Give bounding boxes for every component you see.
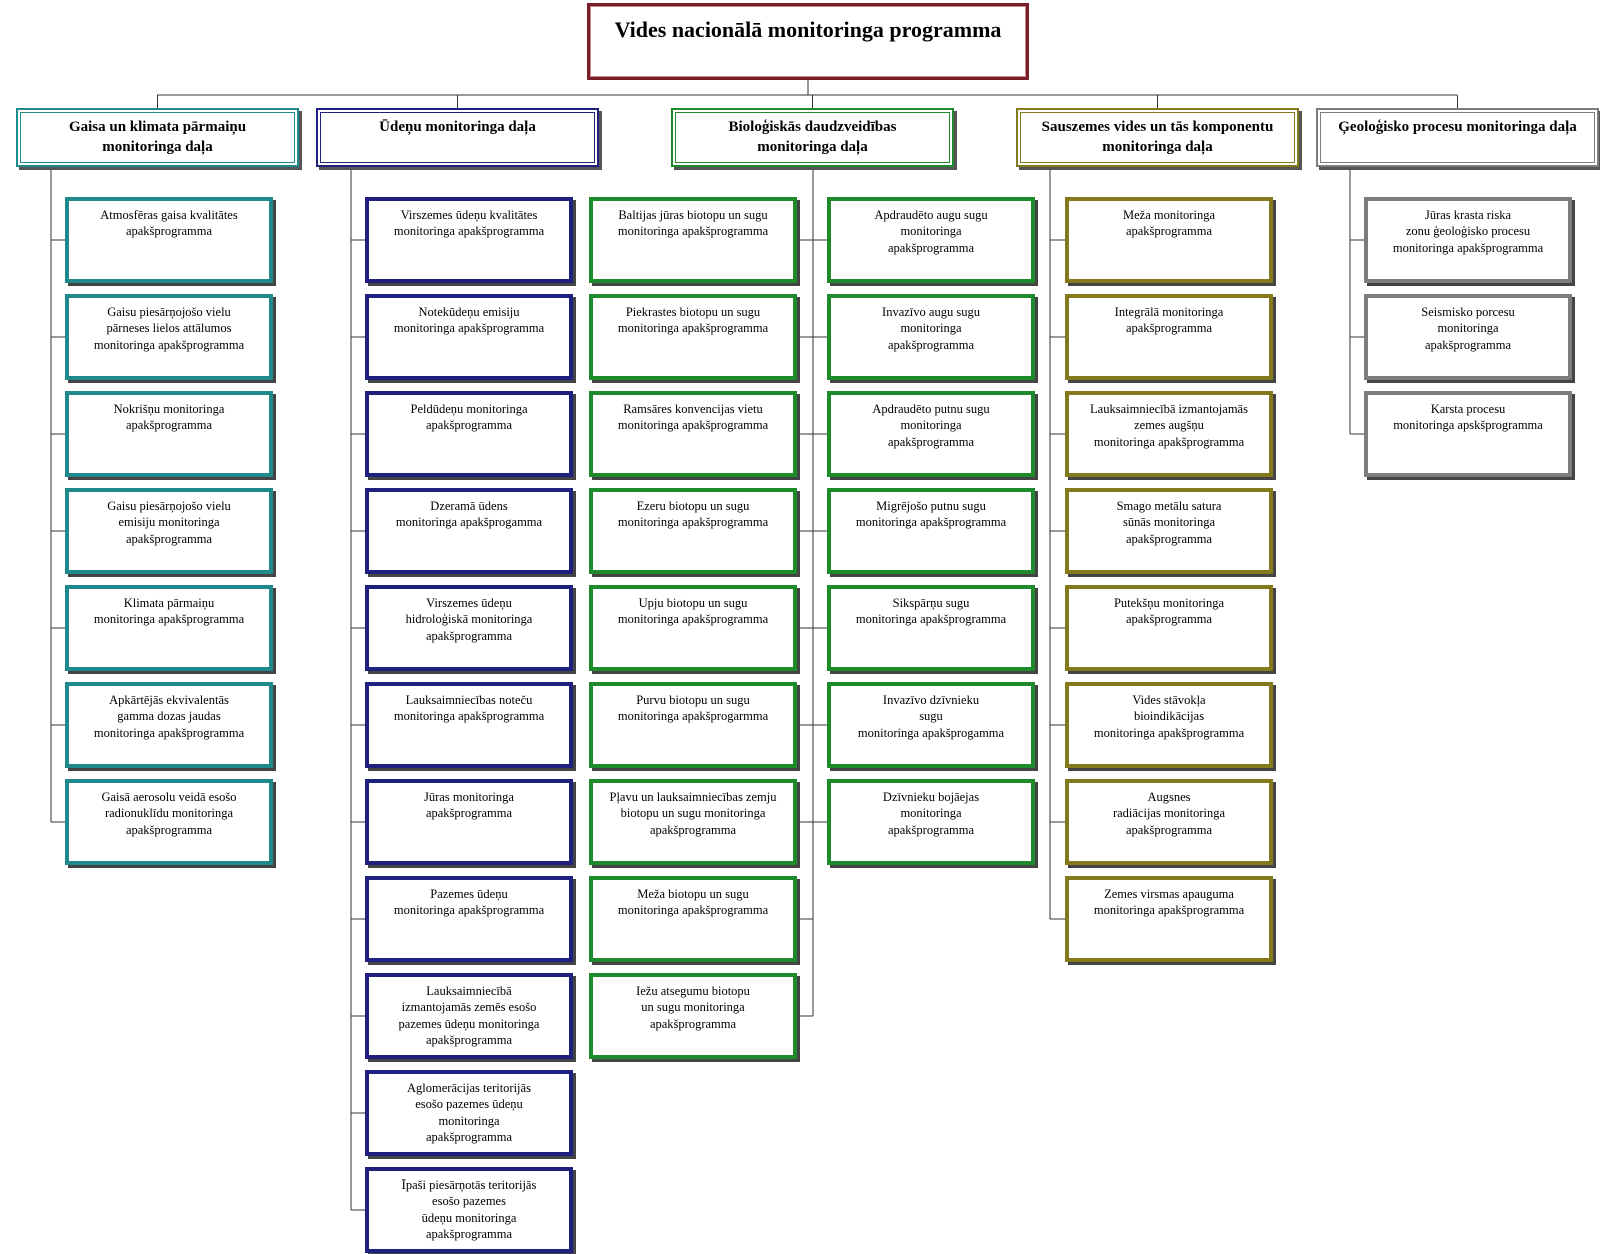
subprogram-box: Purvu biotopu un sugu monitoringa apakšp… (589, 682, 797, 768)
subprogram-box: Lauksaimniecības noteču monitoringa apak… (365, 682, 573, 768)
subprogram-box: Gaisu piesārņojošo vielu emisiju monitor… (65, 488, 273, 574)
subprogram-box: Seismisko porcesu monitoringa apakšprogr… (1364, 294, 1572, 380)
subprogram-box: Gaisu piesārņojošo vielu pārneses lielos… (65, 294, 273, 380)
subprogram-box: Meža monitoringa apakšprogramma (1065, 197, 1273, 283)
subprogram-box: Ezeru biotopu un sugu monitoringa apakšp… (589, 488, 797, 574)
subprogram-box: Virszemes ūdeņu kvalitātes monitoringa a… (365, 197, 573, 283)
subprogram-box: Augsnes radiācijas monitoringa apakšprog… (1065, 779, 1273, 865)
subprogram-box: Upju biotopu un sugu monitoringa apakšpr… (589, 585, 797, 671)
subprogram-box: Virszemes ūdeņu hidroloģiskā monitoringa… (365, 585, 573, 671)
subprogram-box: Aglomerācijas teritorijās esošo pazemes … (365, 1070, 573, 1156)
subprogram-box: Sikspārņu sugu monitoringa apakšprogramm… (827, 585, 1035, 671)
subprogram-box: Notekūdeņu emisiju monitoringa apakšprog… (365, 294, 573, 380)
root-title: Vides nacionālā monitoringa programma (587, 3, 1029, 80)
subprogram-box: Nokrišņu monitoringa apakšprogramma (65, 391, 273, 477)
subprogram-box: Iežu atsegumu biotopu un sugu monitoring… (589, 973, 797, 1059)
department-header: Gaisa un klimata pārmaiņu monitoringa da… (16, 108, 299, 167)
subprogram-box: Putekšņu monitoringa apakšprogramma (1065, 585, 1273, 671)
subprogram-box: Lauksaimniecībā izmantojamās zemēs esošo… (365, 973, 573, 1059)
subprogram-box: Peldūdeņu monitoringa apakšprogramma (365, 391, 573, 477)
subprogram-box: Piekrastes biotopu un sugu monitoringa a… (589, 294, 797, 380)
subprogram-box: Īpaši piesārņotās teritorijās esošo paze… (365, 1167, 573, 1253)
subprogram-box: Klimata pārmaiņu monitoringa apakšprogra… (65, 585, 273, 671)
subprogram-box: Gaisā aerosolu veidā esošo radionuklīdu … (65, 779, 273, 865)
subprogram-box: Integrālā monitoringa apakšprogramma (1065, 294, 1273, 380)
subprogram-box: Baltijas jūras biotopu un sugu monitorin… (589, 197, 797, 283)
subprogram-box: Pazemes ūdeņu monitoringa apakšprogramma (365, 876, 573, 962)
department-header: Ģeoloģisko procesu monitoringa daļa (1316, 108, 1599, 167)
department-header: Ūdeņu monitoringa daļa (316, 108, 599, 167)
subprogram-box: Jūras krasta riska zonu ģeoloģisko proce… (1364, 197, 1572, 283)
subprogram-box: Jūras monitoringa apakšprogramma (365, 779, 573, 865)
department-header: Sauszemes vides un tās komponentu monito… (1016, 108, 1299, 167)
subprogram-box: Pļavu un lauksaimniecības zemju biotopu … (589, 779, 797, 865)
subprogram-box: Invazīvo dzīvnieku sugu monitoringa apak… (827, 682, 1035, 768)
subprogram-box: Karsta procesu monitoringa apskšprogramm… (1364, 391, 1572, 477)
subprogram-box: Vides stāvokļa bioindikācijas monitoring… (1065, 682, 1273, 768)
subprogram-box: Dzīvnieku bojāejas monitoringa apakšprog… (827, 779, 1035, 865)
subprogram-box: Zemes virsmas apauguma monitoringa apakš… (1065, 876, 1273, 962)
department-header: Bioloģiskās daudzveidības monitoringa da… (671, 108, 954, 167)
subprogram-box: Dzeramā ūdens monitoringa apakšprogamma (365, 488, 573, 574)
subprogram-box: Apdraudēto putnu sugu monitoringa apakšp… (827, 391, 1035, 477)
subprogram-box: Meža biotopu un sugu monitoringa apakšpr… (589, 876, 797, 962)
subprogram-box: Lauksaimniecībā izmantojamās zemes augšņ… (1065, 391, 1273, 477)
subprogram-box: Apkārtējās ekvivalentās gamma dozas jaud… (65, 682, 273, 768)
subprogram-box: Apdraudēto augu sugu monitoringa apakšpr… (827, 197, 1035, 283)
subprogram-box: Smago metālu satura sūnās monitoringa ap… (1065, 488, 1273, 574)
subprogram-box: Invazīvo augu sugu monitoringa apakšprog… (827, 294, 1035, 380)
subprogram-box: Atmosfēras gaisa kvalitātes apakšprogram… (65, 197, 273, 283)
subprogram-box: Ramsāres konvencijas vietu monitoringa a… (589, 391, 797, 477)
subprogram-box: Migrējošo putnu sugu monitoringa apakšpr… (827, 488, 1035, 574)
